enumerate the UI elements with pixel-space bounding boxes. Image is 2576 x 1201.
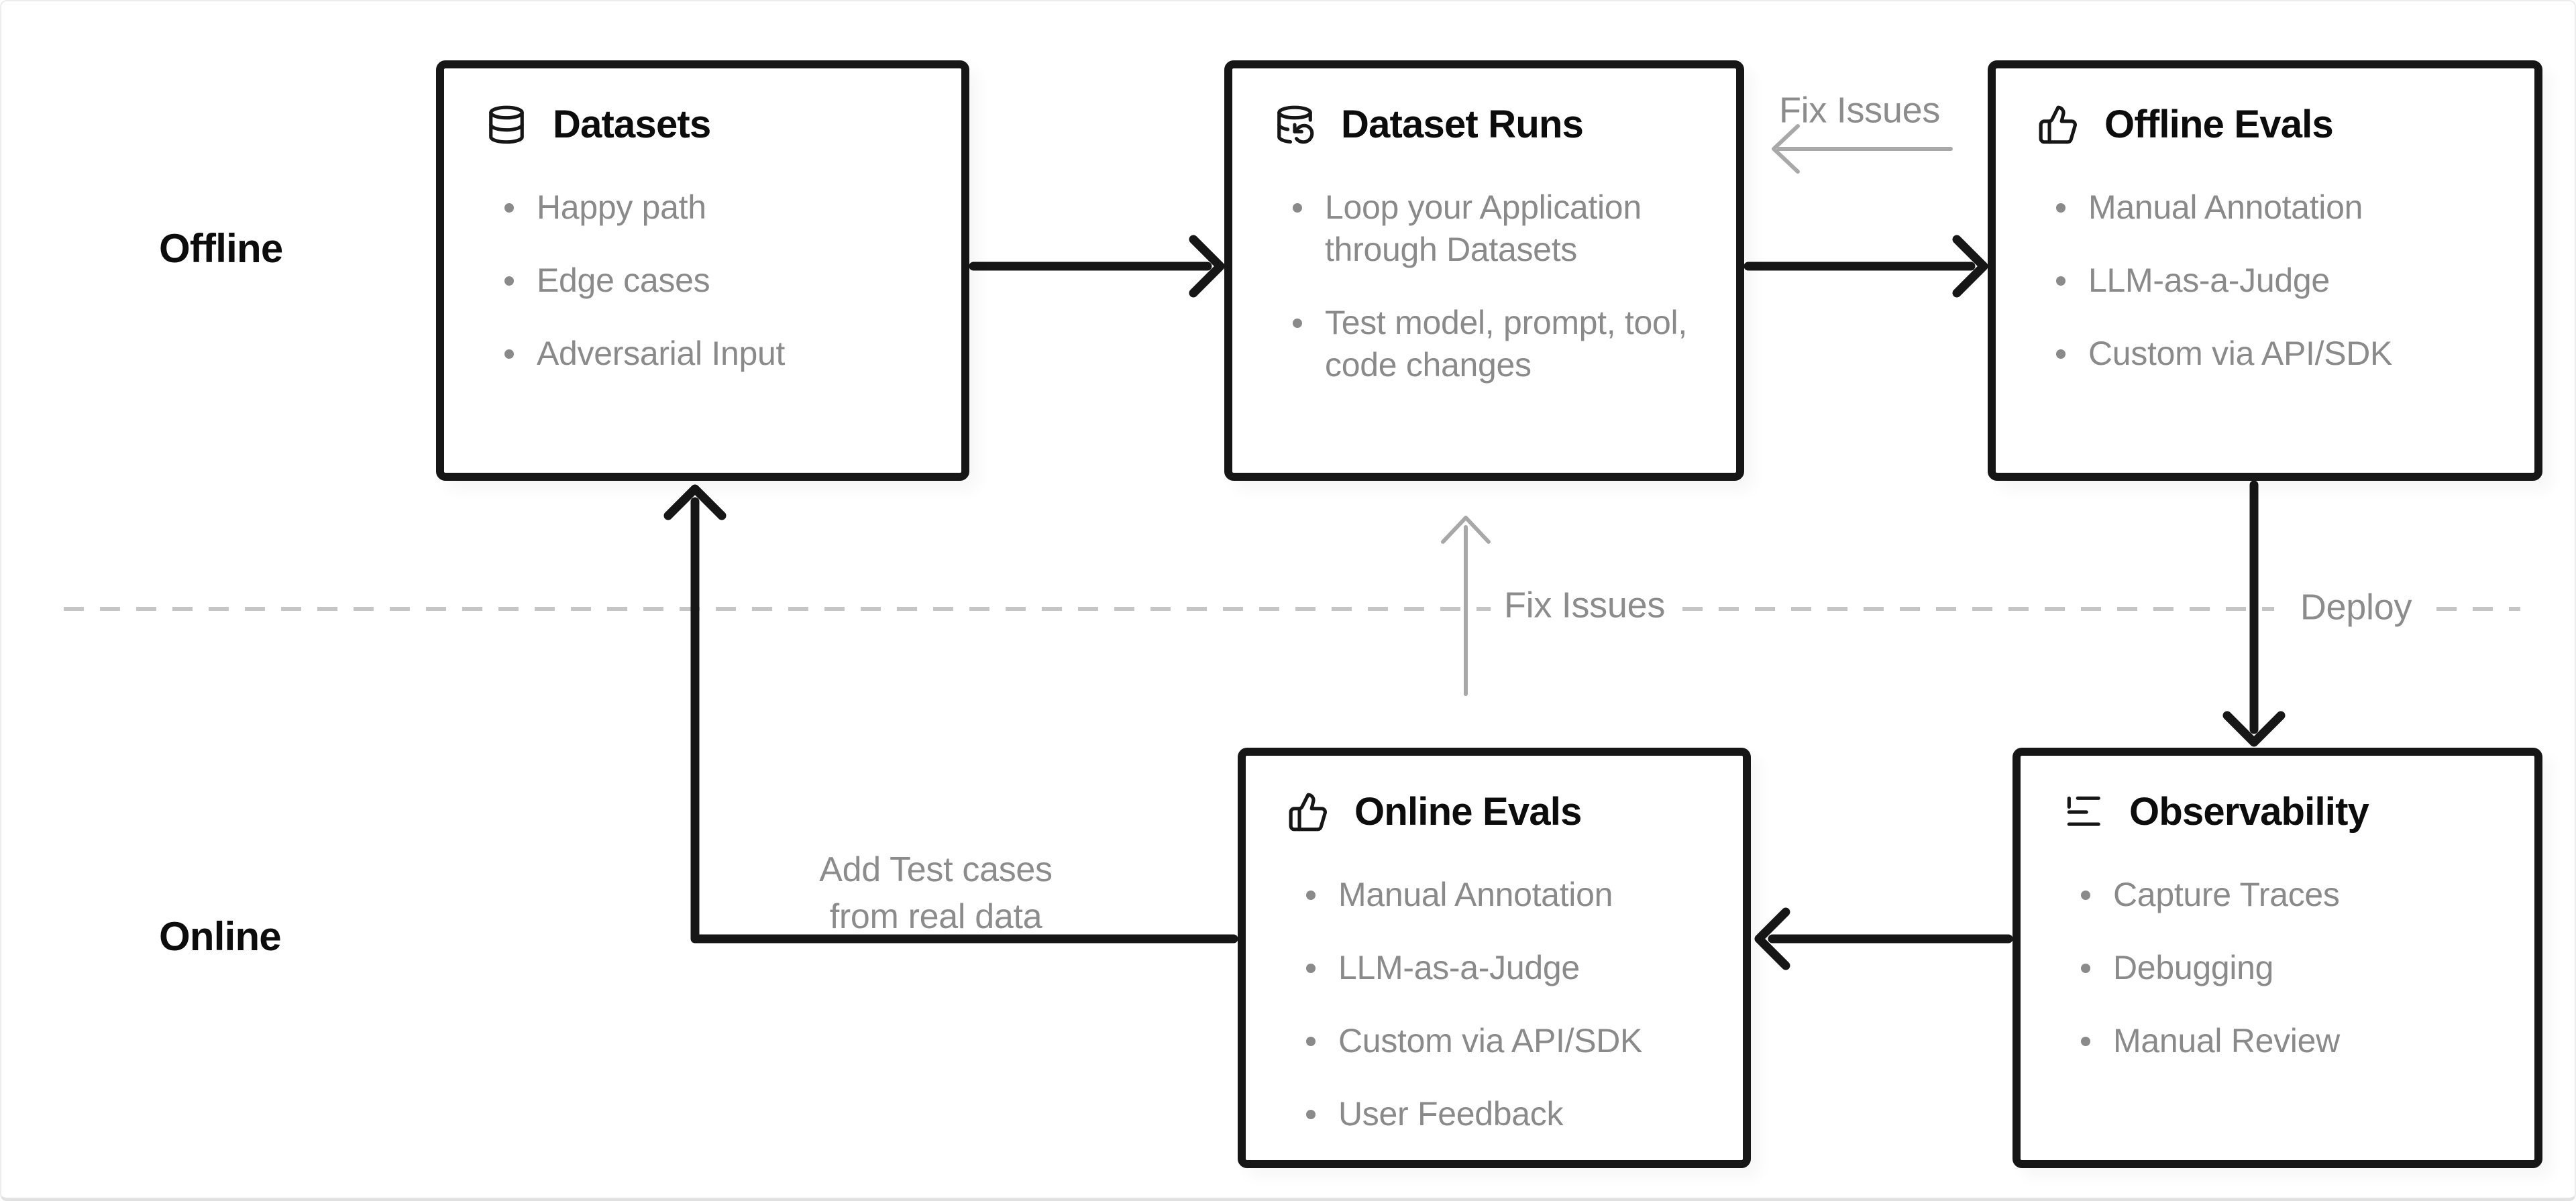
bullet-item: Loop your Application through Datasets (1293, 186, 1695, 271)
database-backup-icon (1274, 104, 1316, 146)
bullet-text: Manual Annotation (1338, 875, 1613, 913)
bullet-item: Test model, prompt, tool, code changes (1293, 302, 1695, 386)
bullet-dot (504, 203, 514, 213)
bullet-text: Manual Review (2113, 1021, 2340, 1060)
bullet-text: Custom via API/SDK (1338, 1021, 1643, 1060)
bullet-dot (1293, 318, 1302, 328)
node-title: Observability (2129, 790, 2369, 834)
bullet-text: Manual Annotation (2088, 188, 2363, 226)
bullet-dot (504, 349, 514, 359)
bullet-dot (2081, 890, 2090, 900)
bullet-item: Custom via API/SDK (2056, 333, 2493, 375)
edge-label-fix-issues-top: Fix Issues (1778, 90, 1941, 131)
bullet-item: LLM-as-a-Judge (1306, 947, 1701, 989)
bullet-text: Debugging (2113, 948, 2274, 986)
bullet-text: Adversarial Input (537, 334, 786, 372)
bullet-text: Custom via API/SDK (2088, 334, 2393, 372)
bullet-item: Happy path (504, 186, 920, 229)
database-icon (486, 104, 527, 146)
bullet-item: Capture Traces (2081, 874, 2493, 916)
bullet-text: LLM-as-a-Judge (1338, 948, 1580, 986)
bullet-item: Adversarial Input (504, 333, 920, 375)
bullet-item: Debugging (2081, 947, 2493, 989)
node-dataset-runs: Dataset Runs Loop your Application throu… (1224, 60, 1744, 481)
node-title: Offline Evals (2104, 103, 2334, 146)
edge-label-deploy: Deploy (2300, 587, 2412, 628)
bullet-dot (1293, 203, 1302, 213)
bullet-text: LLM-as-a-Judge (2088, 261, 2330, 299)
bullet-text: Capture Traces (2113, 875, 2340, 913)
trace-logs-icon (2062, 791, 2104, 833)
bullet-item: User Feedback (1306, 1093, 1701, 1135)
node-title: Datasets (553, 103, 711, 146)
bullet-dot (1306, 1036, 1316, 1046)
bullet-item: LLM-as-a-Judge (2056, 260, 2493, 302)
bullet-dot (2081, 1036, 2090, 1046)
node-header: Observability (2062, 791, 2493, 834)
bullet-dot (2056, 203, 2065, 213)
bullet-dot (2056, 349, 2065, 359)
lane-label-online: Online (159, 914, 282, 959)
bullet-text: Edge cases (537, 261, 710, 299)
thumbs-up-icon (1287, 791, 1329, 833)
bullet-item: Manual Review (2081, 1020, 2493, 1062)
bullet-item: Custom via API/SDK (1306, 1020, 1701, 1062)
lane-label-offline: Offline (159, 226, 283, 271)
edge-label-add-test-cases: Add Test cases from real data (819, 850, 1053, 936)
bullet-dot (2081, 963, 2090, 973)
bullet-text: Happy path (537, 188, 706, 226)
bullet-item: Manual Annotation (1306, 874, 1701, 916)
bullet-dot (2056, 276, 2065, 286)
node-title: Online Evals (1354, 790, 1582, 834)
edge-label-fix-issues-mid: Fix Issues (1503, 585, 1666, 626)
node-header: Offline Evals (2037, 103, 2493, 146)
bullet-item: Edge cases (504, 260, 920, 302)
bullet-text: Loop your Application through Datasets (1325, 188, 1642, 268)
bullet-dot (1306, 890, 1316, 900)
thumbs-up-icon (2037, 104, 2079, 146)
node-header: Datasets (486, 103, 920, 146)
bullet-dot (504, 276, 514, 286)
node-title: Dataset Runs (1341, 103, 1584, 146)
node-header: Dataset Runs (1274, 103, 1695, 146)
bullet-dot (1306, 963, 1316, 973)
bullet-text: User Feedback (1338, 1094, 1564, 1133)
bullet-dot (1306, 1109, 1316, 1119)
bullet-item: Manual Annotation (2056, 186, 2493, 229)
node-header: Online Evals (1287, 791, 1701, 834)
bullet-text: Test model, prompt, tool, code changes (1325, 303, 1687, 384)
